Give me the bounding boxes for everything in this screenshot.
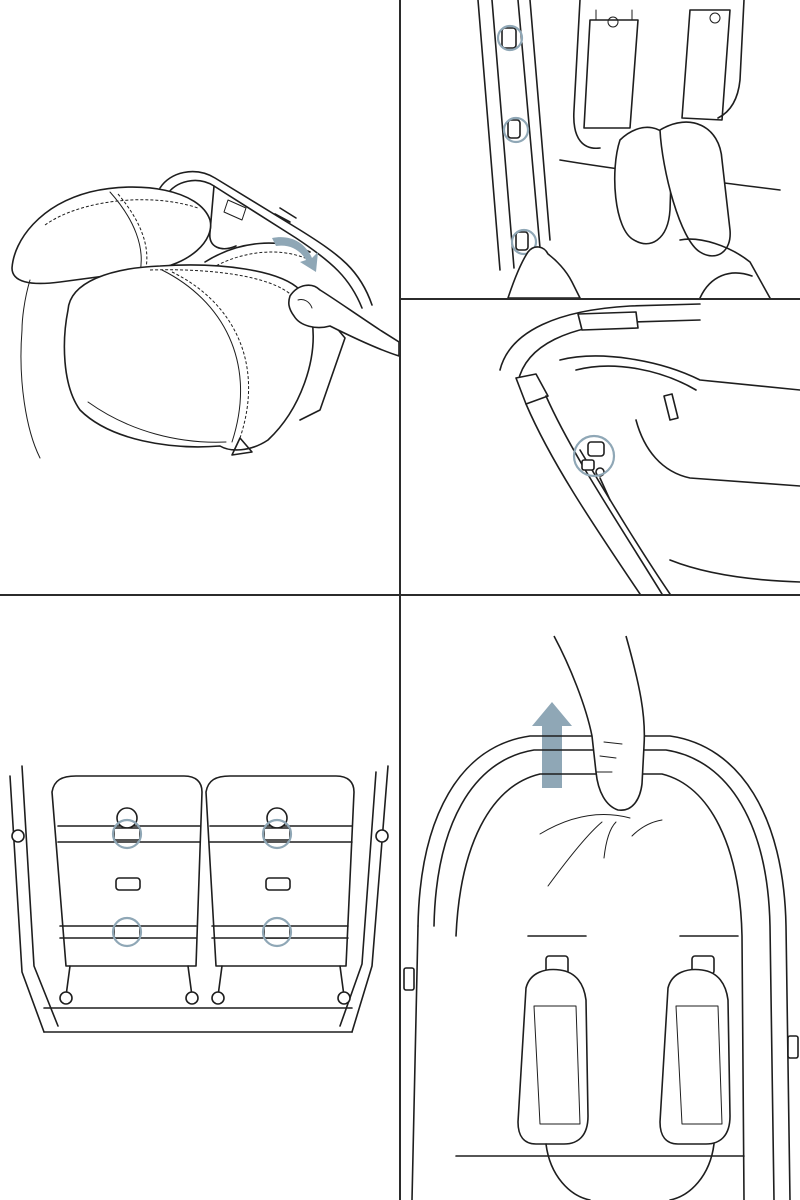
side-clips-illustration (477, 0, 781, 298)
lift-fabric-illustration (403, 635, 799, 1200)
step-fold-canopy (0, 0, 399, 594)
seat-back-icon (205, 775, 355, 1005)
seat-back-icon (51, 775, 203, 1005)
canopy-fold-illustration (11, 170, 399, 459)
step-release-handle-button (400, 300, 800, 594)
clip-highlight (496, 24, 524, 52)
clip-highlight (510, 228, 538, 256)
vertical-divider (399, 0, 401, 1200)
buckle-icon (111, 916, 143, 948)
seat-back-illustration (9, 765, 389, 1033)
clip-highlight (502, 116, 530, 144)
buckle-icon (111, 818, 143, 850)
right-top-divider (400, 298, 800, 300)
shoulder-pad-icon (517, 935, 739, 1200)
step-lift-seat-fabric (400, 596, 800, 1200)
hand-icon (507, 246, 581, 298)
buckle-icon (261, 818, 293, 850)
hand-icon (288, 284, 399, 357)
horizontal-divider (0, 594, 800, 596)
buckle-icon (261, 916, 293, 948)
curved-arrow-icon (272, 237, 318, 272)
up-arrow-icon (532, 702, 572, 788)
button-icon (572, 434, 616, 478)
step-unbuckle-back-straps (0, 596, 399, 1200)
step-detach-side-clips (400, 0, 800, 298)
handle-button-illustration (499, 303, 800, 594)
hand-icon (553, 635, 646, 811)
